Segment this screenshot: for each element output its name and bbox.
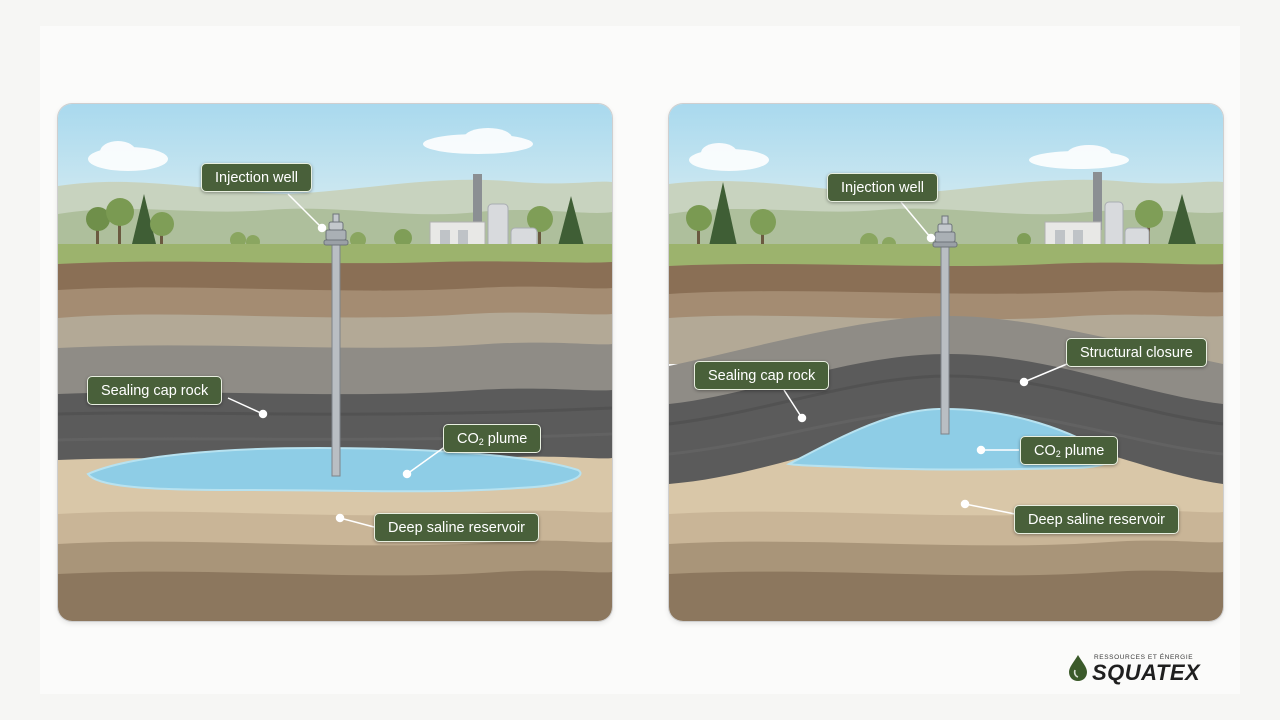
left-diagram-illustration — [58, 104, 612, 621]
label-co2-plume: CO2 plume — [443, 424, 542, 453]
label-deep-saline-reservoir: Deep saline reservoir — [1014, 505, 1180, 534]
layer-deep-brown — [669, 570, 1223, 621]
layer-brown-lower — [669, 540, 1223, 582]
diagram-right-structural-closure: Injection well Structural closure Sealin… — [669, 104, 1223, 621]
layer-deep-brown — [58, 570, 612, 621]
injection-well-pipe — [932, 215, 958, 435]
label-sealing-cap-rock: Sealing cap rock — [694, 361, 830, 390]
label-deep-saline-reservoir: Deep saline reservoir — [374, 513, 540, 542]
squatex-logo: RESSOURCES ET ÉNERGIE SQUATEX — [1064, 652, 1204, 685]
logo-name: SQUATEX — [1092, 660, 1201, 685]
label-injection-well: Injection well — [827, 173, 939, 202]
leader-lines — [227, 193, 447, 528]
label-structural-closure: Structural closure — [1066, 338, 1207, 367]
label-injection-well: Injection well — [201, 163, 313, 192]
label-co2-plume: CO2 plume — [1020, 436, 1119, 465]
injection-well-pipe — [323, 213, 349, 477]
leader-lines — [783, 201, 1068, 515]
diagram-left-saline-aquifer: Injection well Sealing cap rock CO2 plum… — [58, 104, 612, 621]
oil-drop-icon — [1069, 655, 1087, 681]
label-sealing-cap-rock: Sealing cap rock — [87, 376, 223, 405]
clouds — [88, 128, 533, 171]
logo-tagline: RESSOURCES ET ÉNERGIE — [1094, 654, 1194, 661]
clouds — [689, 143, 1129, 171]
layer-brown-lower — [58, 540, 612, 582]
